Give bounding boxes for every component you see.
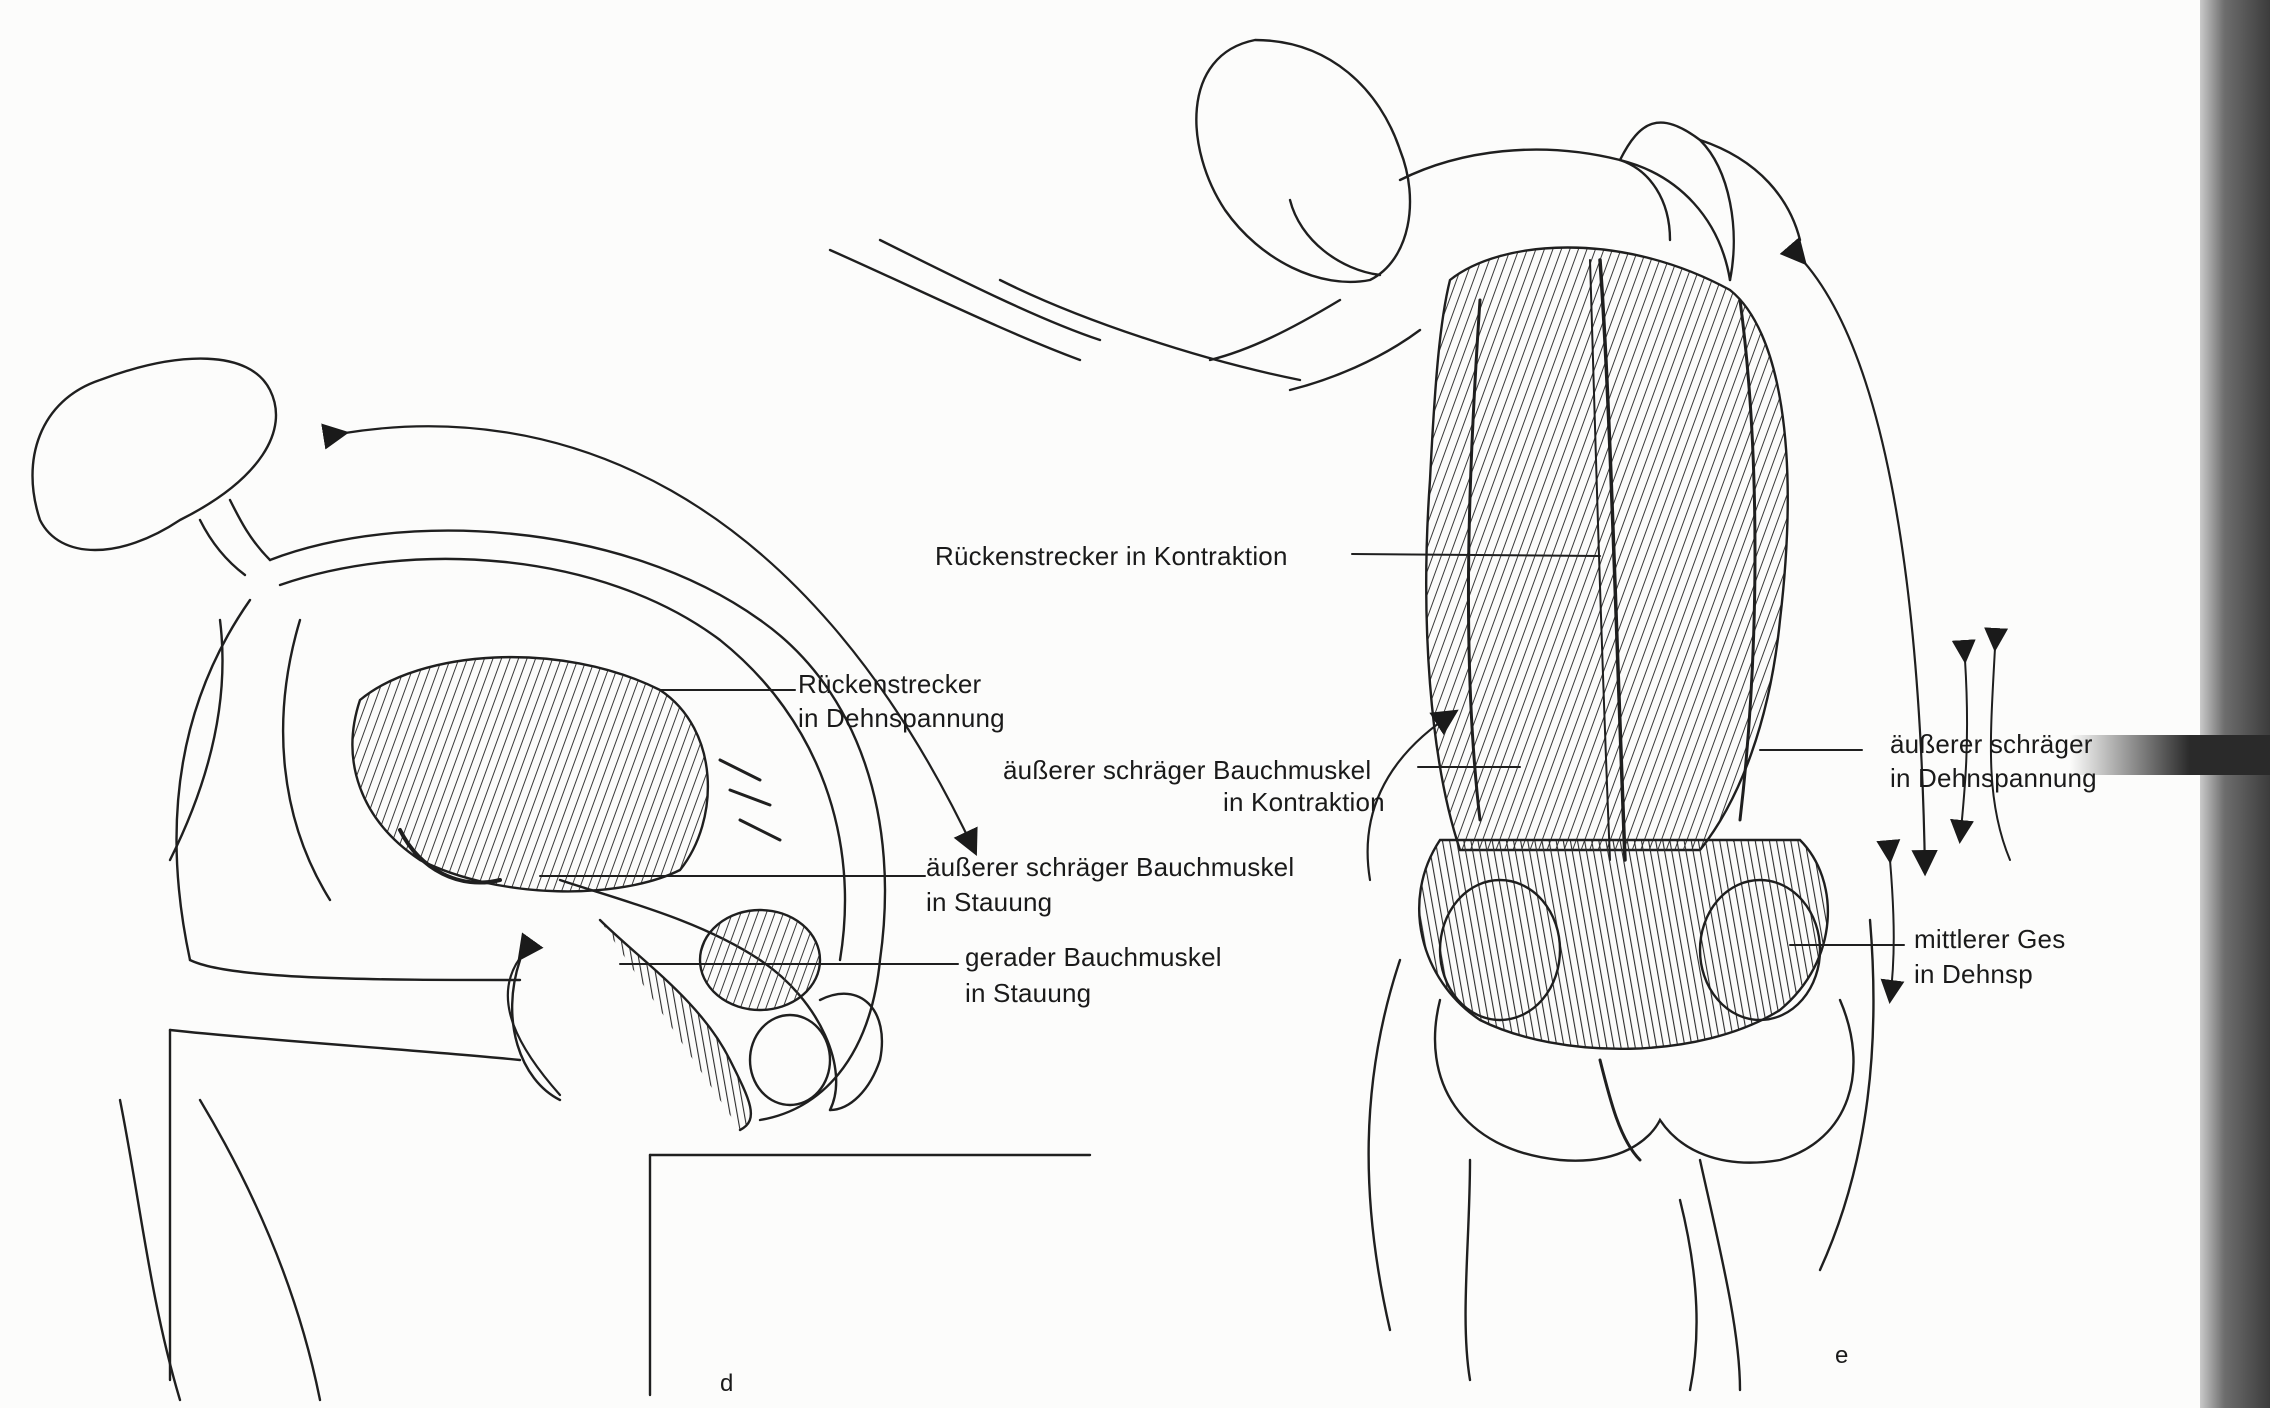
label-d-back-extensor-line2: in Dehnspannung xyxy=(798,701,1005,735)
figure-d-bench xyxy=(190,960,520,980)
label-d-external-oblique-line1: äußerer schräger Bauchmuskel xyxy=(926,850,1294,884)
figure-e-skull xyxy=(1196,40,1410,282)
figure-d-head xyxy=(33,359,277,550)
label-d-external-oblique-line2: in Stauung xyxy=(926,885,1052,919)
figure-e-letter: e xyxy=(1835,1342,1848,1370)
label-d-rectus-line2: in Stauung xyxy=(965,976,1091,1010)
label-e-external-oblique-right-line2: in Dehnspannung xyxy=(1890,761,2097,795)
label-d-rectus-line1: gerader Bauchmuskel xyxy=(965,940,1222,974)
label-d-back-extensor-line1: Rückenstrecker xyxy=(798,667,981,701)
page-gutter-shadow xyxy=(2200,0,2270,1408)
label-e-gluteus-medius-line1: mittlerer Ges xyxy=(1914,922,2065,956)
label-e-external-oblique-left-line2: in Kontraktion xyxy=(1223,785,1385,819)
label-e-gluteus-medius-line2: in Dehnsp xyxy=(1914,957,2033,991)
page-edge-band xyxy=(2070,735,2270,775)
figure-d-letter: d xyxy=(720,1370,733,1398)
label-e-external-oblique-right-line1: äußerer schräger xyxy=(1890,727,2093,761)
label-e-back-extensor: Rückenstrecker in Kontraktion xyxy=(935,539,1288,573)
label-e-external-oblique-left-line1: äußerer schräger Bauchmuskel xyxy=(1003,753,1371,787)
figure-d-muscle-mass xyxy=(353,657,708,891)
figure-e-drawing xyxy=(830,40,2010,1390)
